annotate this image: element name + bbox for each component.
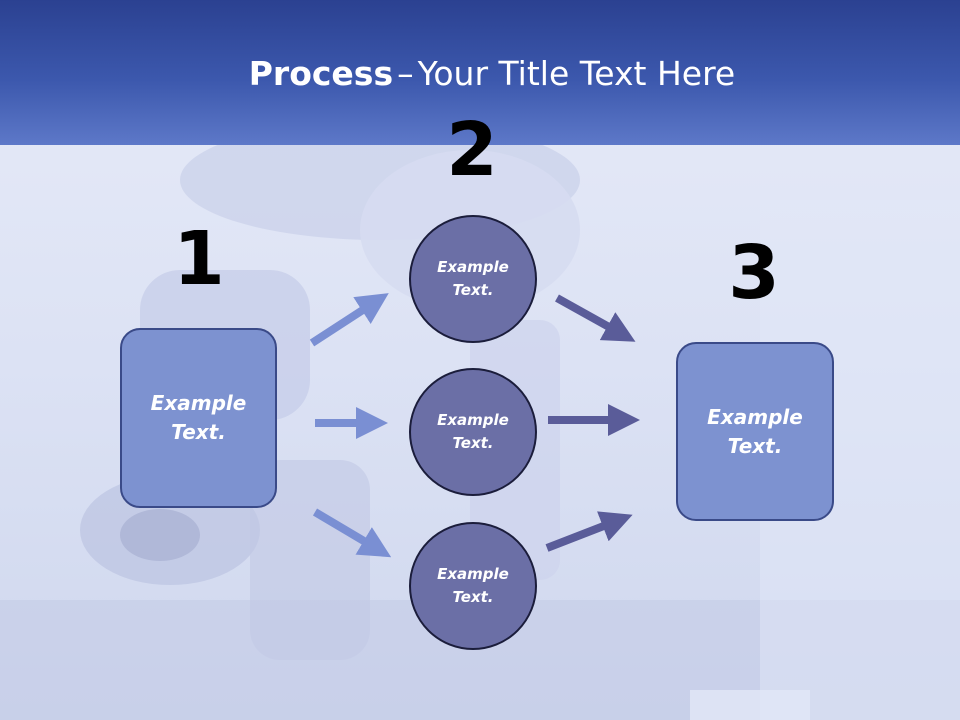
title-bar: [0, 0, 960, 145]
title-bold: Process: [248, 54, 394, 93]
slide-title[interactable]: Process–Your Title Text Here: [0, 52, 960, 96]
right-box-line2: Text.: [727, 433, 783, 458]
step-number-1: 1: [173, 216, 225, 302]
circle-middle-line2: Text.: [452, 434, 494, 452]
arrow-left-to-top: [309, 293, 389, 347]
step-number-3: 3: [728, 230, 780, 316]
arrow-bottom-to-right: [545, 511, 633, 552]
circle-middle-line1: Example: [437, 411, 509, 429]
arrow-left-to-bottom: [312, 508, 392, 558]
circle-bottom-line2: Text.: [452, 588, 494, 606]
circle-top-line2: Text.: [452, 281, 494, 299]
circle-bottom-line1: Example: [437, 565, 509, 583]
circle-top-line1: Example: [437, 258, 509, 276]
arrow-top-to-right: [555, 294, 636, 342]
left-box-line1: Example: [150, 391, 247, 415]
step-number-2: 2: [446, 107, 498, 193]
title-separator: –: [397, 54, 414, 93]
left-box-line2: Text.: [171, 420, 226, 444]
right-box-line1: Example: [707, 404, 803, 429]
title-rest: Your Title Text Here: [417, 54, 736, 93]
